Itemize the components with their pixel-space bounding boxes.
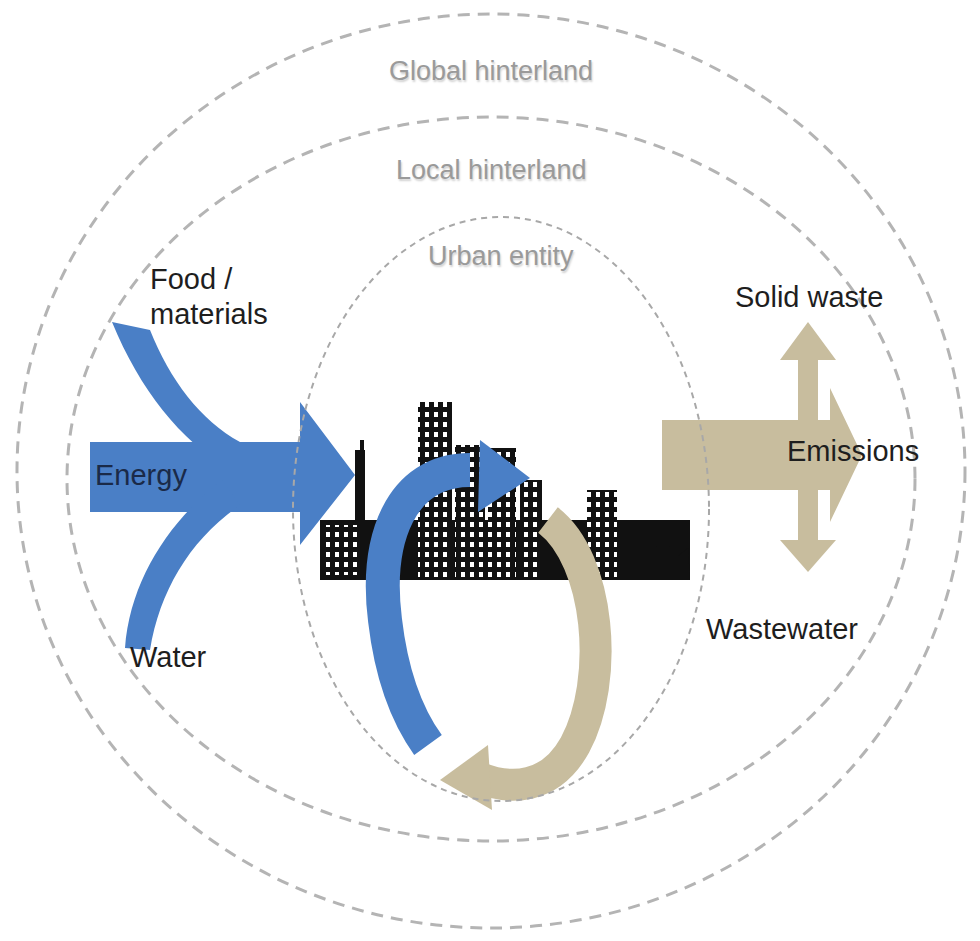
- region-title: Global hinterland: [383, 56, 599, 87]
- hinterland-ellipse: Local hinterlandUrban entity: [65, 115, 917, 843]
- region-title: Urban entity: [422, 241, 580, 272]
- flow-label: Wastewater: [706, 612, 858, 647]
- recycle-arrowhead-blue: [478, 440, 530, 512]
- dashed-boundary: [65, 115, 917, 843]
- recycle-arrow-beige: [480, 520, 596, 785]
- hinterland-ellipse: Urban entity: [291, 215, 711, 803]
- dashed-boundary: [291, 215, 711, 803]
- inflow-arrows: [90, 322, 355, 650]
- flow-label: Energy: [95, 458, 187, 493]
- region-title: Local hinterland: [390, 155, 593, 186]
- flow-label: Water: [130, 640, 206, 675]
- flow-label: Food / materials: [150, 262, 300, 332]
- recycle-arrow-blue: [383, 470, 470, 745]
- flow-label: Solid waste: [735, 280, 883, 315]
- flow-label: Emissions: [787, 434, 919, 469]
